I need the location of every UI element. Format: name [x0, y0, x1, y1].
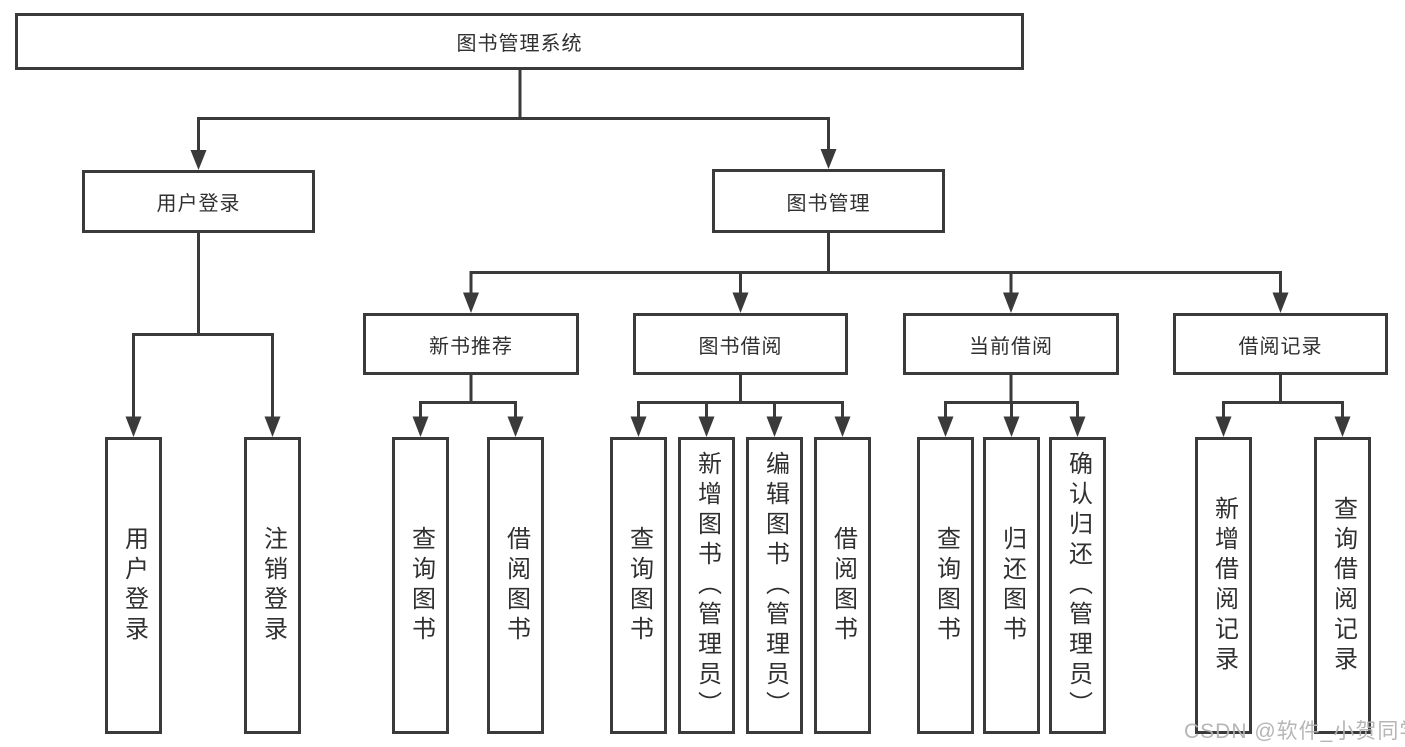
leaf-add-borrow-record-label: 新增借阅记录 [1210, 495, 1238, 676]
leaf-query-book-3: 查询图书 [917, 437, 974, 734]
node-current-borrow: 当前借阅 [903, 313, 1119, 375]
leaf-query-borrow-record-label: 查询借阅记录 [1329, 495, 1357, 676]
leaf-borrow-book-1: 借阅图书 [487, 437, 544, 734]
leaf-query-book-3-label: 查询图书 [932, 525, 960, 646]
leaf-confirm-return-admin-label: 确认归还（管理员） [1064, 450, 1092, 721]
node-root: 图书管理系统 [15, 13, 1024, 70]
leaf-borrow-book-2: 借阅图书 [814, 437, 871, 734]
leaf-logout: 注销登录 [244, 437, 301, 734]
leaf-logout-label: 注销登录 [259, 525, 287, 646]
leaf-query-borrow-record: 查询借阅记录 [1314, 437, 1371, 734]
leaf-add-book-admin-label: 新增图书（管理员） [693, 450, 721, 721]
leaf-borrow-book-1-label: 借阅图书 [502, 525, 530, 646]
leaf-query-book-1-label: 查询图书 [407, 525, 435, 646]
leaf-confirm-return-admin: 确认归还（管理员） [1049, 437, 1106, 734]
node-book-management: 图书管理 [712, 169, 945, 233]
node-borrow-records-label: 借阅记录 [1238, 335, 1323, 358]
leaf-query-book-2-label: 查询图书 [625, 525, 653, 646]
leaf-return-book: 归还图书 [983, 437, 1040, 734]
node-current-borrow-label: 当前借阅 [969, 335, 1053, 358]
node-book-borrow: 图书借阅 [633, 313, 848, 375]
leaf-return-book-label: 归还图书 [998, 525, 1026, 646]
node-root-label: 图书管理系统 [456, 33, 583, 55]
leaf-edit-book-admin-label: 编辑图书（管理员） [761, 450, 789, 721]
leaf-borrow-book-2-label: 借阅图书 [829, 525, 857, 646]
node-user-login-label: 用户登录 [156, 193, 241, 215]
leaf-user-login-label: 用户登录 [120, 525, 148, 646]
leaf-query-book-1: 查询图书 [392, 437, 449, 734]
leaf-query-book-2: 查询图书 [610, 437, 667, 734]
leaf-user-login: 用户登录 [105, 437, 162, 734]
node-book-management-label: 图书管理 [786, 192, 871, 215]
leaf-add-book-admin: 新增图书（管理员） [678, 437, 735, 734]
leaf-add-borrow-record: 新增借阅记录 [1195, 437, 1252, 734]
node-user-login: 用户登录 [82, 170, 315, 233]
leaf-edit-book-admin: 编辑图书（管理员） [746, 437, 803, 734]
node-new-book-recommend-label: 新书推荐 [429, 335, 513, 358]
node-borrow-records: 借阅记录 [1173, 313, 1388, 375]
node-new-book-recommend: 新书推荐 [363, 313, 579, 375]
csdn-watermark: CSDN @软件_小贺同学 [1184, 720, 1405, 743]
node-book-borrow-label: 图书借阅 [698, 335, 783, 358]
